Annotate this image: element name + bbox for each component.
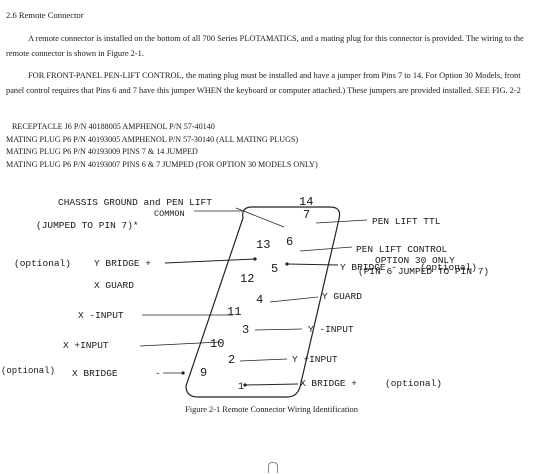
x-guard-label: X GUARD — [94, 280, 134, 291]
optional-bottom-label: (optional) — [385, 378, 442, 389]
y-bridge-plus-label: Y BRIDGE + — [94, 258, 151, 269]
pin-number: 5 — [271, 262, 278, 276]
pin-number: 10 — [210, 337, 224, 351]
pin-number: 2 — [228, 353, 235, 367]
section-heading: 2.6 Remote Connector — [6, 10, 84, 20]
pin-number: 9 — [200, 366, 207, 380]
pin-number: 7 — [303, 208, 310, 222]
pen-lift-ttl-label: PEN LIFT TTL — [372, 216, 441, 227]
pin-number: 6 — [286, 235, 293, 249]
y-minus-input-label: Y -INPUT — [308, 324, 354, 335]
connector-wiring-diagram: 14 13 12 11 10 9 1 2 3 4 5 6 7 CHASSIS G… — [1, 195, 489, 398]
y-bridge-minus-label: Y BRIDGE - — [340, 262, 397, 273]
x-bridge-minus-sign: - — [155, 368, 161, 379]
pin-number: 13 — [256, 238, 270, 252]
pin-number: 11 — [227, 305, 241, 319]
jumped-label: (JUMPED TO PIN 7)* — [36, 220, 139, 231]
optional-xb-label: (optional) — [1, 366, 55, 376]
optional-label: (optional) — [14, 258, 71, 269]
optional-right-label: (optional) — [420, 262, 477, 273]
x-minus-input-label: X -INPUT — [78, 310, 124, 321]
page-mark — [268, 462, 278, 473]
figure-caption: Figure 2-1 Remote Connector Wiring Ident… — [185, 405, 358, 414]
common-label: COMMON — [154, 209, 185, 219]
x-bridge-minus-label: X BRIDGE — [72, 368, 118, 379]
intro-paragraph: A remote connector is installed on the b… — [6, 34, 524, 58]
y-guard-label: Y GUARD — [322, 291, 362, 302]
pin-number: 1 — [238, 382, 244, 393]
parts-list-item: RECEPTACLE J6 P/N 40188005 AMPHENOL P/N … — [12, 122, 215, 131]
pin6-jumped-label: (PIN 6 JUMPED TO PIN 7) — [358, 266, 489, 277]
pen-lift-paragraph: FOR FRONT-PANEL PEN-LIFT CONTROL, the ma… — [6, 71, 521, 95]
option-30-label: OPTION 30 ONLY — [375, 255, 455, 266]
x-bridge-plus-label: X BRIDGE + — [300, 378, 357, 389]
pin-number: 4 — [256, 293, 263, 307]
parts-list-item: MATING PLUG P6 P/N 40193007 PINS 6 & 7 J… — [6, 159, 318, 169]
parts-list-item: MATING PLUG P6 P/N 40193009 PINS 7 & 14 … — [6, 147, 198, 156]
pin-number: 14 — [299, 195, 313, 209]
pen-lift-control-label: PEN LIFT CONTROL — [356, 244, 448, 255]
x-plus-input-label: X +INPUT — [63, 340, 109, 351]
parts-list-item: MATING PLUG P6 P/N 40193005 AMPHENOL P/N… — [6, 134, 299, 144]
chassis-ground-label: CHASSIS GROUND and PEN LIFT — [58, 197, 212, 208]
pin-number: 12 — [240, 272, 254, 286]
connector-outline — [185, 206, 341, 398]
pin-number: 3 — [242, 323, 249, 337]
y-plus-input-label: Y +INPUT — [292, 354, 338, 365]
parts-list: RECEPTACLE J6 P/N 40188005 AMPHENOL P/N … — [6, 121, 318, 171]
